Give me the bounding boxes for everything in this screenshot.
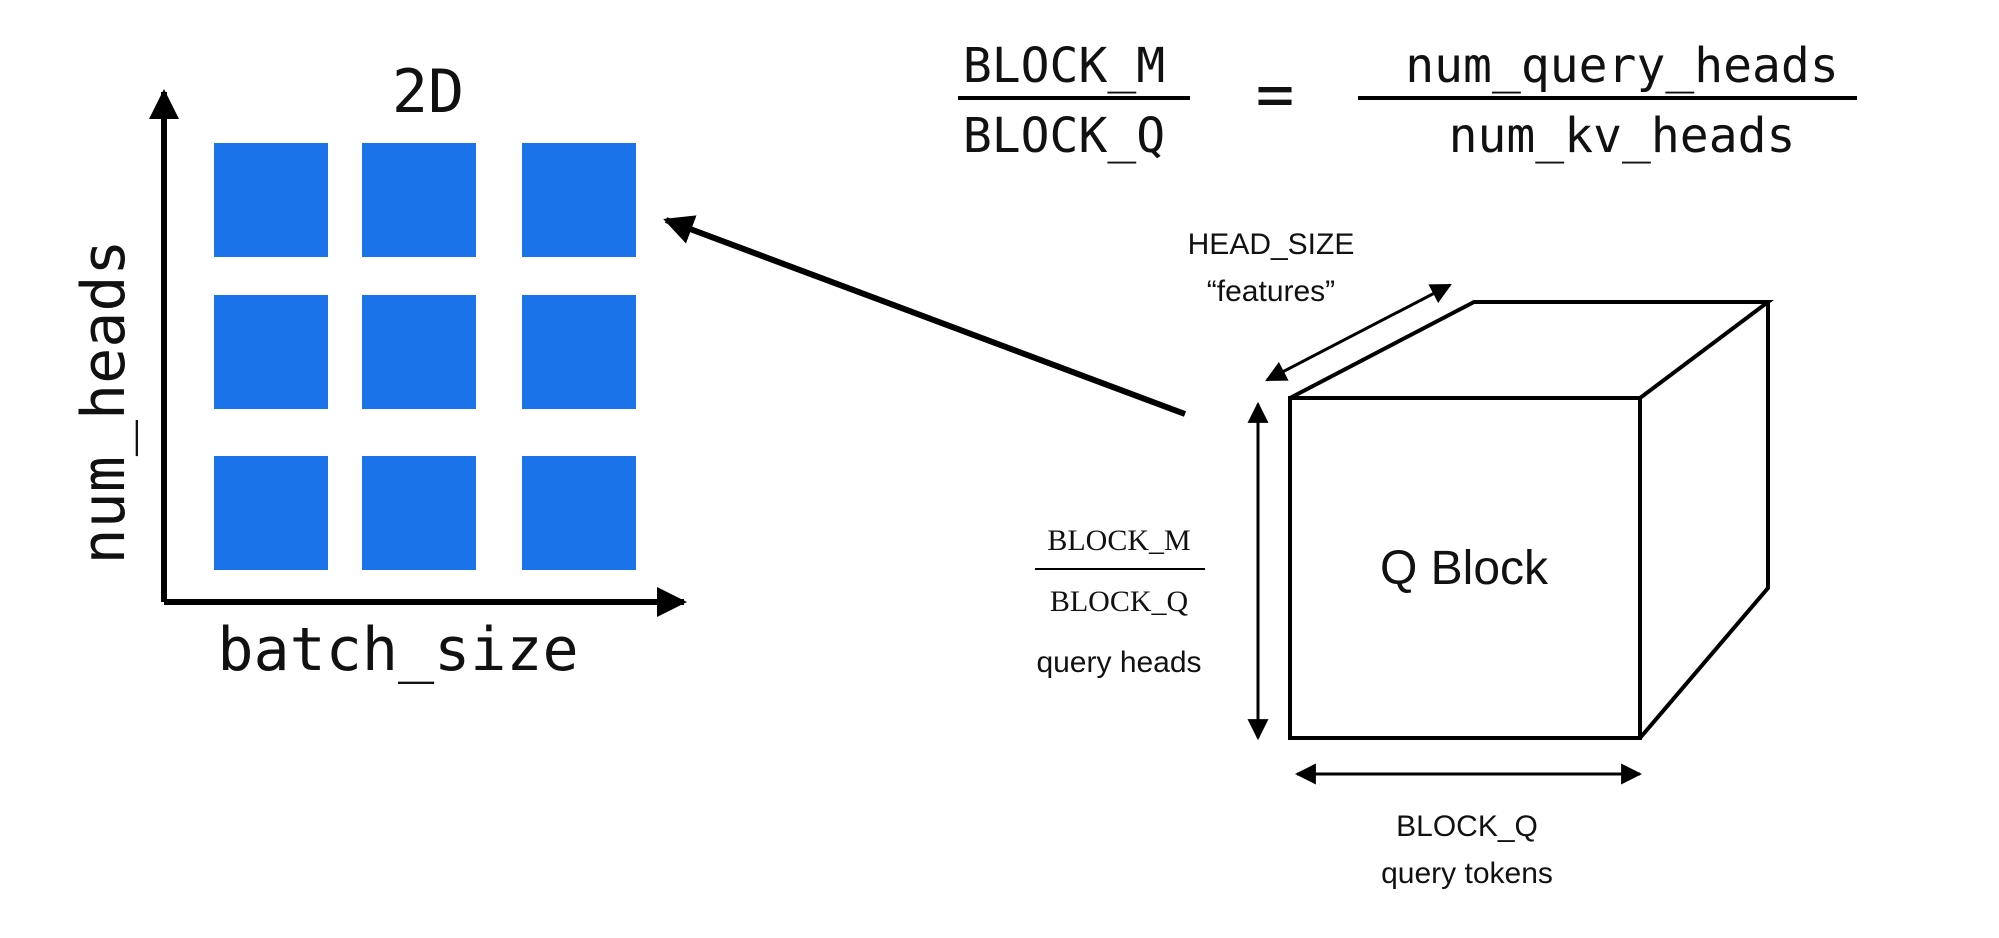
height-fraction-numerator: BLOCK_M: [1047, 524, 1190, 557]
grid-cell: [362, 295, 476, 409]
grid-cell: [214, 143, 328, 257]
width-label-line2: query tokens: [1381, 857, 1553, 890]
width-label-line1: BLOCK_Q: [1396, 810, 1538, 843]
cube-top-face: [1289, 300, 1774, 400]
grid-cell: [522, 143, 636, 257]
grid-cell: [522, 295, 636, 409]
equation-left-denominator: BLOCK_Q: [963, 108, 1165, 164]
grid-cell: [214, 456, 328, 570]
grid-diagram: 2D num_heads batch_size: [69, 57, 687, 685]
cube-front-face: [1288, 396, 1642, 740]
grid-cell: [362, 456, 476, 570]
depth-label-line2: “features”: [1207, 275, 1335, 308]
equation-left-numerator: BLOCK_M: [963, 38, 1165, 94]
grid-title: 2D: [392, 57, 464, 127]
cube-side-face: [1638, 302, 1770, 740]
grid-cell: [522, 456, 636, 570]
equation-equals: =: [1256, 58, 1295, 132]
equation-right-numerator: num_query_heads: [1405, 38, 1838, 94]
depth-dimension-arrow: [1265, 283, 1452, 382]
grid-cells: [214, 143, 636, 570]
x-axis-label: batch_size: [217, 615, 578, 685]
equation: BLOCK_M BLOCK_Q = num_query_heads num_kv…: [958, 38, 1857, 164]
q-block-cube: Q Block HEAD_SIZE “features” BLOCK_M BLO…: [1035, 228, 1774, 890]
cube-label: Q Block: [1380, 542, 1549, 595]
y-axis-label: num_heads: [69, 239, 139, 564]
connector-arrow: [663, 215, 1187, 417]
equation-right-denominator: num_kv_heads: [1449, 108, 1796, 164]
height-label: query heads: [1036, 646, 1201, 679]
grid-cell: [214, 295, 328, 409]
grid-cell: [362, 143, 476, 257]
height-fraction-denominator: BLOCK_Q: [1050, 585, 1189, 618]
depth-label-line1: HEAD_SIZE: [1188, 228, 1355, 261]
